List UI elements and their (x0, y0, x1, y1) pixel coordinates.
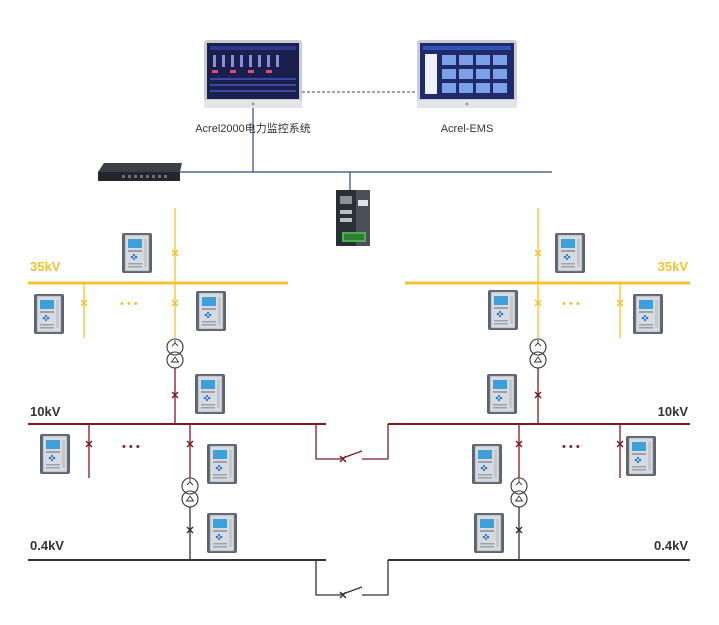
relay-icon (471, 443, 503, 485)
right-04kv-section: 0.4kV (388, 507, 690, 561)
relay-icon (625, 435, 657, 477)
monitor-icon (204, 40, 302, 108)
relay-icon (195, 290, 227, 332)
bus-tie-10kv (315, 424, 389, 463)
relay-icon (206, 443, 238, 485)
bus-label-04kv-left: 0.4kV (30, 538, 64, 553)
bus-label-10kv-right: 10kV (658, 404, 689, 419)
bus-tie-04kv (315, 560, 389, 599)
acrel2000-monitor: Acrel2000电力监控系统 (195, 40, 311, 135)
left-10kv-section: 10kV • • • (28, 368, 326, 485)
ellipsis-35kv-right: • • • (562, 298, 580, 310)
right-10kv-section: 10kV • • • (388, 368, 690, 485)
relay-icon (39, 433, 71, 475)
relay-icon (632, 293, 664, 335)
ellipsis-35kv-left: • • • (120, 298, 138, 310)
acrel-ems-monitor: Acrel-EMS (417, 40, 517, 135)
relay-icon (554, 232, 586, 274)
network-switch-icon (98, 163, 182, 181)
bus-label-04kv-right: 0.4kV (654, 538, 688, 553)
relay-icon (487, 289, 519, 331)
acrel-ems-label: Acrel-EMS (441, 123, 494, 135)
transformer-icon (529, 338, 547, 369)
left-35kv-section: 35kV • • • (28, 208, 288, 338)
relay-icon (473, 512, 505, 554)
gateway-icon (336, 190, 370, 246)
right-35kv-section: 35kV • • • (405, 208, 690, 338)
relay-icon (121, 232, 153, 274)
ellipsis-10kv-left: • • • (122, 441, 140, 453)
bus-label-35kv-right: 35kV (658, 259, 689, 274)
monitor-icon (417, 40, 517, 108)
relay-icon (206, 512, 238, 554)
bus-label-35kv-left: 35kV (30, 259, 61, 274)
relay-icon (486, 373, 518, 415)
ellipsis-10kv-right: • • • (562, 441, 580, 453)
transformer-icon (166, 338, 184, 369)
transformer-icon (181, 477, 199, 508)
bus-label-10kv-left: 10kV (30, 404, 61, 419)
transformer-icon (510, 477, 528, 508)
left-04kv-section: 0.4kV (28, 507, 326, 561)
relay-icon (194, 373, 226, 415)
relay-icon (33, 293, 65, 335)
